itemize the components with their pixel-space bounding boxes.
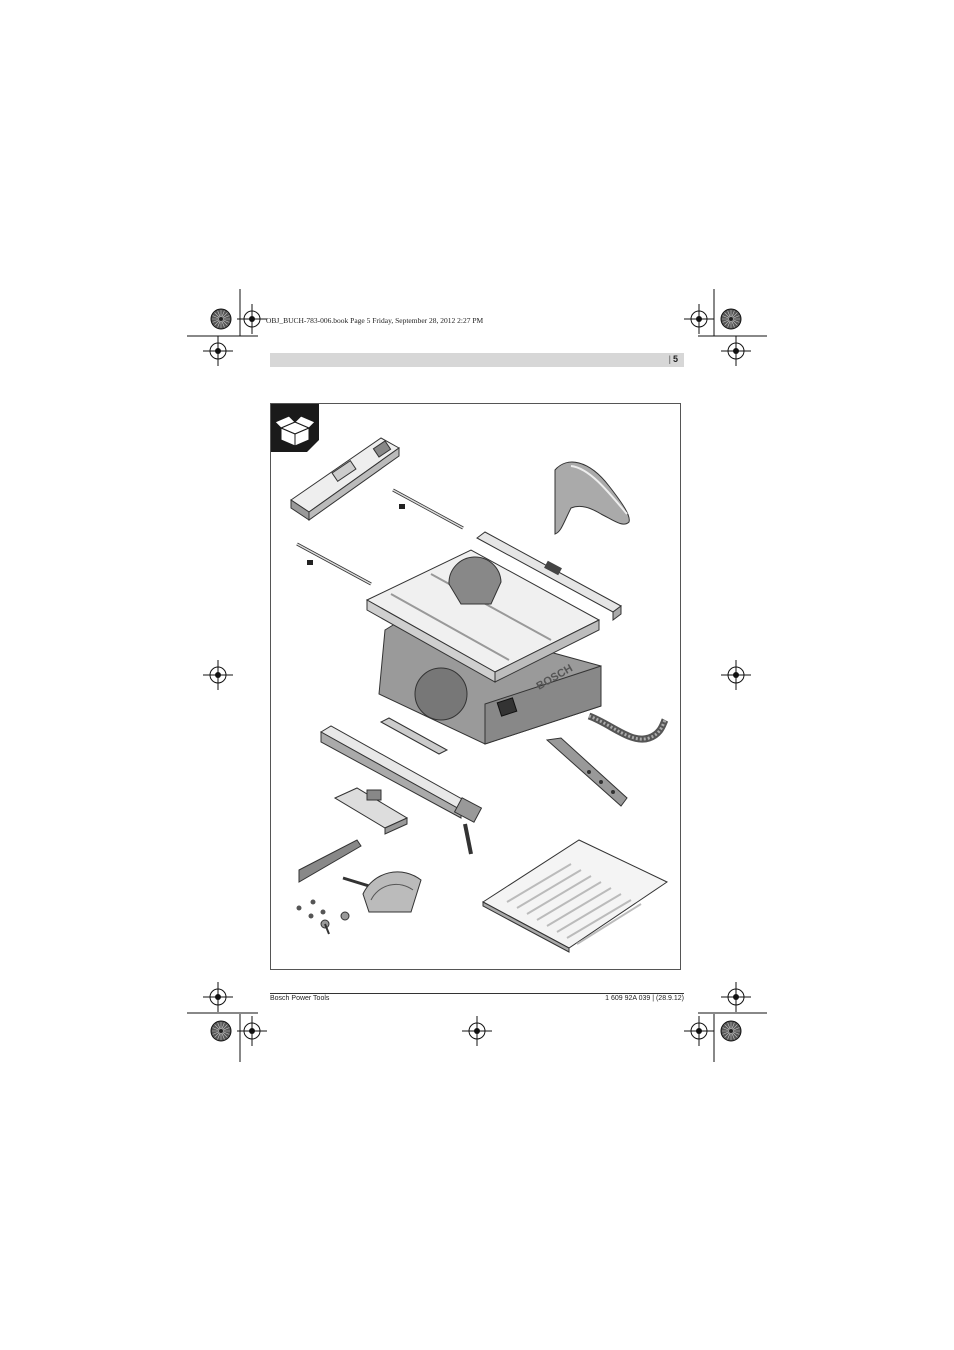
support-rod-2	[296, 542, 372, 586]
footer-rule	[270, 993, 684, 994]
page-header-bar: |5	[270, 353, 684, 367]
print-header: OBJ_BUCH-783-006.book Page 5 Friday, Sep…	[266, 316, 484, 325]
table-saw-illustration: BOSCH	[271, 404, 669, 953]
page-number-value: 5	[672, 354, 678, 364]
miter-gauge-part	[342, 871, 422, 913]
rip-fence-part	[320, 725, 483, 855]
blade-insert-part	[298, 839, 362, 883]
fence-rail-part	[290, 437, 400, 521]
footer-document-number: 1 609 92A 039 | (28.9.12)	[605, 995, 684, 1002]
auxiliary-fence-part	[333, 787, 409, 835]
table-insert-plate	[482, 839, 669, 953]
screws-hardware	[296, 899, 350, 935]
footer-publisher: Bosch Power Tools	[270, 995, 330, 1002]
support-rod-1	[392, 488, 464, 530]
riving-knife-part	[545, 737, 628, 807]
table-saw-main-unit: BOSCH	[365, 531, 622, 745]
push-stick-part	[379, 717, 449, 755]
dust-hose-part	[587, 712, 669, 743]
page-number: |5	[668, 354, 678, 364]
exploded-parts-figure: BOSCH	[270, 403, 681, 970]
box-contents-icon	[271, 404, 319, 452]
blade-guard-part	[554, 461, 630, 535]
